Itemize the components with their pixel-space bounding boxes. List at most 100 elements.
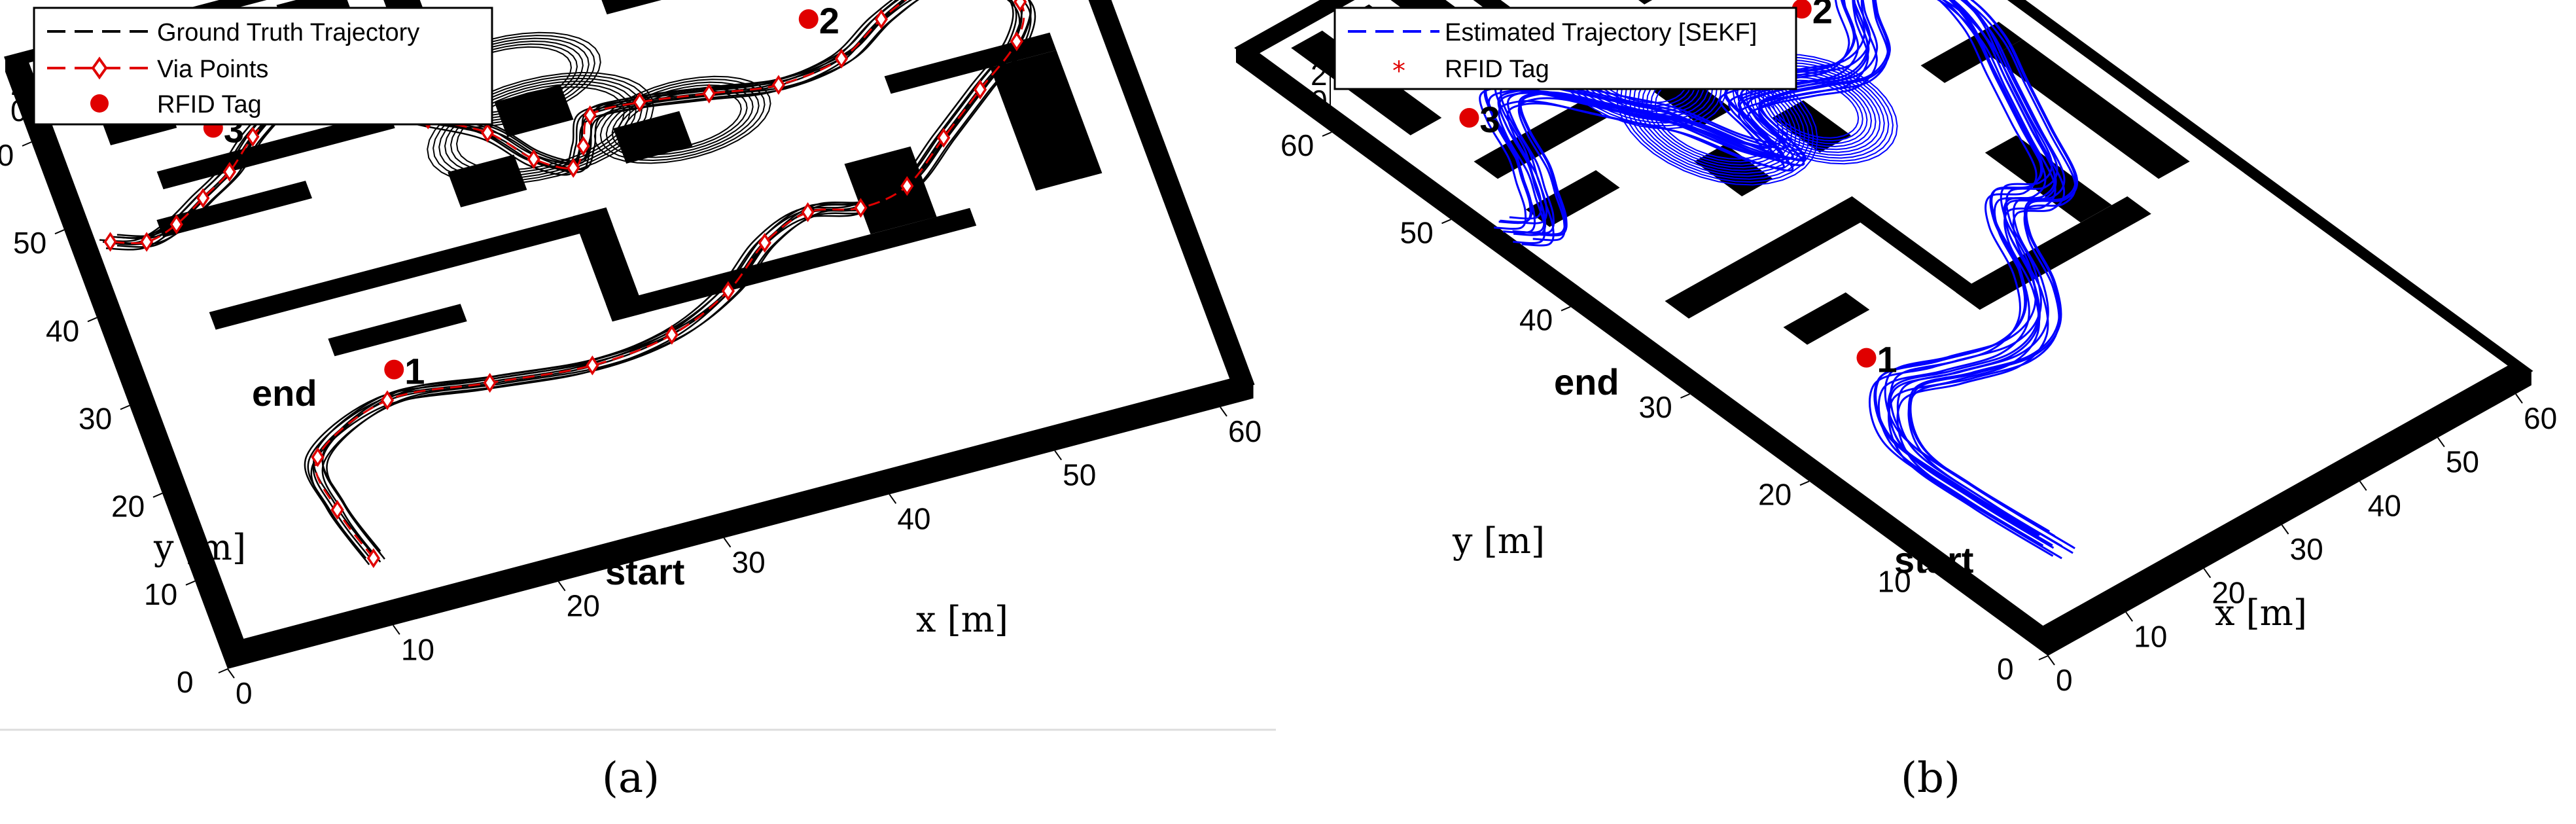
x-tick-label: 0 [2056, 663, 2073, 697]
end-label: end [252, 372, 317, 414]
via-point-diamond [702, 83, 716, 104]
y-tick-label: 40 [1519, 303, 1553, 337]
wall [1665, 196, 1876, 319]
x-tick-mark [2125, 611, 2133, 622]
x-tick-label: 30 [732, 545, 766, 579]
x-tick-mark [2281, 524, 2289, 535]
rfid-tag-label: 2 [1812, 0, 1833, 31]
legend-label-rfid: RFID Tag [1445, 56, 1549, 83]
z-tick-label: 0 [10, 94, 27, 128]
wall [573, 207, 646, 322]
y-tick-mark [152, 492, 163, 498]
y-tick-mark [1799, 480, 1810, 486]
via-point-diamond [330, 499, 344, 520]
y-tick-label: 0 [1997, 652, 2014, 686]
x-tick-label: 10 [2134, 619, 2167, 653]
y-tick-label: 20 [111, 490, 145, 524]
via-point-diamond [937, 128, 951, 148]
y-tick-label: 60 [0, 138, 14, 172]
legend-label-via-points: Via Points [157, 56, 268, 83]
wall [1956, 196, 2151, 310]
legend-rfid-marker-icon [90, 94, 109, 113]
via-point-diamond [854, 198, 868, 218]
y-tick-mark [54, 229, 65, 235]
via-point-diamond [222, 162, 236, 182]
via-point-diamond [103, 232, 117, 252]
wall [1236, 0, 1355, 59]
via-point-diamond [480, 122, 495, 143]
trajectory-line [1497, 0, 2056, 546]
trajectory-line [1498, 0, 2056, 557]
y-tick-label: 30 [79, 402, 112, 436]
z-tick-label: 2 [1311, 58, 1328, 92]
y-axis-label: y [m] [1452, 520, 1545, 562]
wall [5, 52, 248, 654]
via-point-diamond [583, 105, 597, 126]
via-point-diamond [140, 232, 154, 252]
via-point-diamond [527, 149, 540, 170]
floor-plan-b [1234, 0, 2533, 656]
via-point-diamond [196, 188, 210, 208]
wall [1836, 196, 1996, 310]
wall [601, 0, 662, 14]
x-tick-mark [1054, 450, 1062, 461]
rfid-tags-b: 1234 [1459, 0, 1897, 380]
legend-label-ground-truth: Ground Truth Trajectory [157, 19, 419, 46]
wall [156, 181, 312, 238]
wall [884, 32, 1057, 94]
wall [1920, 22, 2023, 83]
y-tick-label: 10 [1878, 565, 1911, 599]
x-tick-label: 30 [2290, 532, 2323, 566]
legend-label-estimated: Estimated Trajectory [SEKF] [1445, 19, 1757, 46]
x-tick-mark [2047, 655, 2055, 666]
y-tick-mark [22, 141, 32, 147]
rfid-tag-marker [798, 9, 819, 29]
y-tick-mark [218, 668, 228, 673]
y-tick-mark [120, 404, 130, 410]
wall [156, 111, 395, 190]
y-tick-label: 30 [1639, 390, 1672, 424]
via-point-diamond [721, 281, 735, 301]
via-point-diamond [874, 9, 888, 29]
rfid-tag-marker [1856, 348, 1877, 368]
x-tick-label: 20 [567, 589, 600, 623]
wall [1473, 100, 1607, 179]
x-tick-label: 40 [2368, 488, 2401, 522]
trajectory-line [1519, 0, 2079, 550]
y-tick-label: 50 [1400, 215, 1434, 249]
wall [605, 207, 977, 322]
wall [1783, 292, 1870, 345]
floor-edge [5, 57, 228, 669]
x-tick-label: 60 [1228, 414, 1262, 448]
wall [328, 304, 467, 357]
wall [209, 207, 613, 330]
wall [2034, 360, 2532, 641]
via-point-diamond [633, 92, 646, 113]
y-tick-mark [1680, 393, 1690, 399]
x-tick-mark [2515, 393, 2523, 404]
x-tick-mark [557, 581, 566, 592]
via-point-diamond [366, 548, 380, 568]
trajectory-loop [623, 90, 742, 150]
y-axis-label: y [m] [153, 527, 246, 568]
x-tick-mark [2437, 437, 2445, 448]
wall [1236, 43, 2058, 642]
via-point-diamond [483, 372, 497, 393]
x-axis-label: x [m] [916, 599, 1008, 640]
via-point-diamond [1010, 31, 1023, 52]
x-tick-mark [2359, 480, 2367, 491]
x-tick-label: 0 [236, 676, 253, 710]
legend-b: Estimated Trajectory [SEKF] * RFID Tag [1333, 7, 1797, 90]
start-label: start [605, 551, 684, 592]
y-tick-mark [185, 580, 196, 586]
y-tick-label: 10 [144, 577, 177, 611]
trajectory-loop [593, 75, 771, 164]
wall [1991, 39, 2190, 179]
x-tick-label: 40 [897, 501, 930, 535]
rfid-tag-label: 1 [404, 351, 425, 392]
legend-diamond-icon [91, 56, 108, 80]
